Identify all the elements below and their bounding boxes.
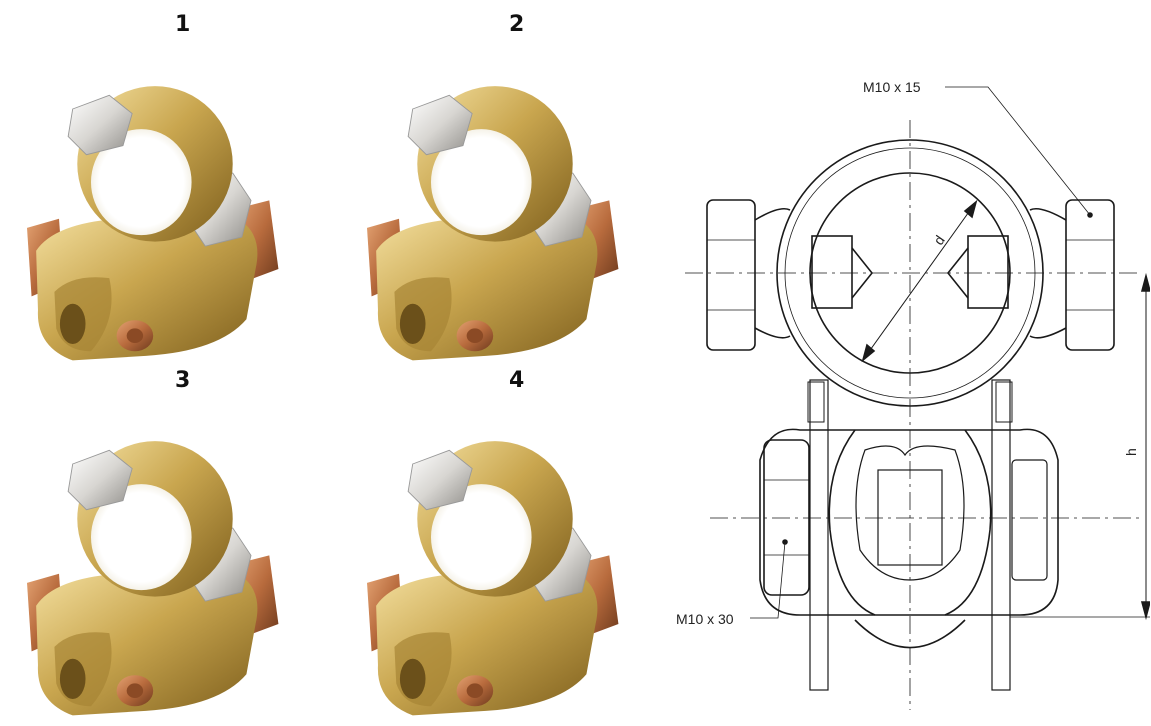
ring-outer [776, 139, 1044, 407]
bottom-bolt-label: M10 x 30 [676, 611, 734, 627]
leader-bottom [750, 541, 786, 619]
product-number-3: 3 [175, 368, 191, 393]
ring-inner [809, 172, 1011, 374]
bolt-left-hex [706, 199, 756, 351]
top-bolt-label: M10 x 15 [863, 79, 921, 95]
product-number-4: 4 [509, 368, 525, 393]
technical-drawing: M10 x 15 M10 x 30 d h [676, 79, 1150, 710]
clamp-body [759, 428, 1059, 616]
leader-top [945, 86, 1091, 216]
height-label: h [1123, 448, 1139, 456]
ring-outer-inner [784, 147, 1036, 399]
bolt-right-hex [1065, 199, 1115, 351]
terminal-render-3 [26, 440, 279, 716]
terminal-render-4 [366, 440, 619, 716]
product-number-1: 1 [175, 12, 191, 37]
diameter-dimension [862, 201, 977, 361]
terminal-render-2 [366, 85, 619, 361]
bolt-lower-right [1011, 459, 1048, 581]
product-number-2: 2 [509, 12, 525, 37]
bolt-lower-left [763, 439, 810, 596]
terminal-render-1 [26, 85, 279, 361]
